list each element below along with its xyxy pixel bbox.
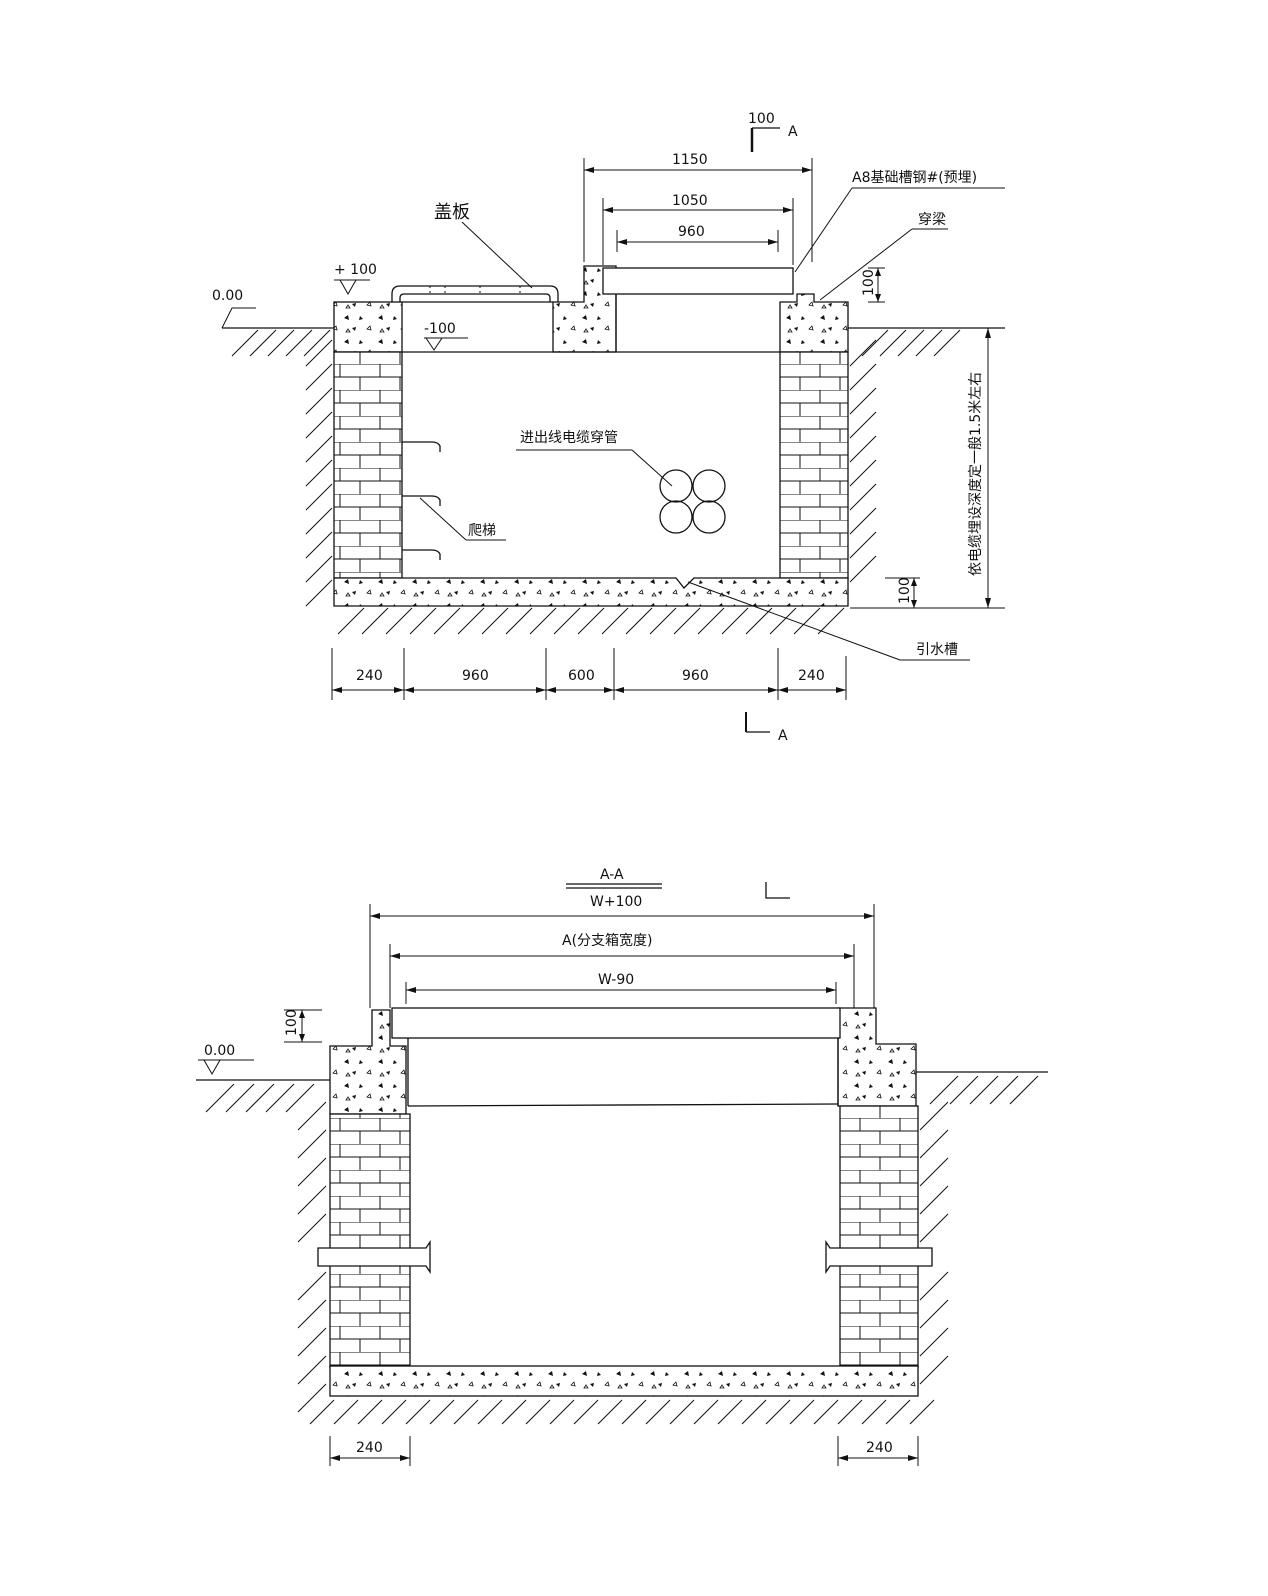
level-000: 0.00 xyxy=(212,288,256,329)
bottom-dim-3: 600 xyxy=(568,668,595,684)
base-slab-aa xyxy=(329,1365,919,1397)
dim-depth: 依电缆埋设深度定一般1.5米左右 xyxy=(850,327,1005,609)
top-section: 100 A 1150 1050 960 xyxy=(212,111,1005,744)
dim-A: A(分支箱宽度) xyxy=(562,932,653,949)
dim-100-aa: 100 xyxy=(284,1009,300,1036)
section-mark-letter: A xyxy=(788,124,798,140)
conduit-pipes-aa xyxy=(317,1239,933,1275)
label-ladder: 爬梯 xyxy=(468,523,496,539)
cable-conduits xyxy=(516,449,726,534)
dim-W90: W-90 xyxy=(598,972,634,988)
left-cap xyxy=(333,301,403,353)
bottom-dimensions: 240 960 600 960 240 xyxy=(331,648,847,700)
bottom-dim-2: 960 xyxy=(462,668,489,684)
level-plus100-text: + 100 xyxy=(334,262,377,278)
cover-plate xyxy=(391,285,559,302)
section-subtitle: W+100 xyxy=(590,894,642,910)
label-drain: 引水槽 xyxy=(916,642,958,658)
bottom-section: A-A W+100 A(分支箱宽度) W-90 100 xyxy=(196,867,1048,1466)
dim-1050: 1050 xyxy=(672,193,708,209)
right-cap-aa xyxy=(837,1007,917,1107)
base-slab xyxy=(333,577,849,607)
dim-100-right-text: 100 xyxy=(861,269,877,296)
label-channel-steel: A8基础槽钢#(预埋) xyxy=(852,169,977,186)
bottom-dim-1: 240 xyxy=(356,668,383,684)
section-mark-bottom-letter: A xyxy=(778,728,788,744)
label-cable-conduit: 进出线电缆穿管 xyxy=(520,430,618,446)
channel-steel xyxy=(602,267,794,295)
dim-240-left: 240 xyxy=(356,1440,383,1456)
top-dimensions: 1150 1050 960 xyxy=(583,152,813,265)
section-title: A-A xyxy=(600,867,624,883)
section-mark-number: 100 xyxy=(748,111,775,127)
level-plus100: + 100 xyxy=(334,262,377,296)
level-minus100: -100 xyxy=(424,321,468,351)
ladder xyxy=(402,441,506,560)
section-mark-top: 100 A xyxy=(748,111,798,152)
bottom-dim-5: 240 xyxy=(798,668,825,684)
label-beam: 穿梁 xyxy=(918,212,946,228)
label-depth: 依电缆埋设深度定一般1.5米左右 xyxy=(968,372,984,576)
cover-slab-aa xyxy=(391,1007,841,1039)
level-000-text: 0.00 xyxy=(212,288,243,304)
right-brick-wall-aa xyxy=(839,1105,919,1369)
right-brick-wall xyxy=(779,351,849,579)
bottom-dims-aa: 240 240 xyxy=(329,1436,919,1466)
ground-hatch-aa xyxy=(205,1075,1039,1425)
section-mark-bottom: A xyxy=(745,712,788,744)
dim-960: 960 xyxy=(678,224,705,240)
level-000-aa: 0.00 xyxy=(196,1043,1048,1081)
dim-100-bottom-text: 100 xyxy=(897,577,913,604)
top-dims-aa: A(分支箱宽度) W-90 100 xyxy=(284,904,875,1043)
dim-1150: 1150 xyxy=(672,152,708,168)
right-cap xyxy=(779,293,849,353)
dim-100-bottom: 100 xyxy=(885,577,920,609)
dim-240-right: 240 xyxy=(866,1440,893,1456)
level-000-aa-text: 0.00 xyxy=(204,1043,235,1059)
bottom-dim-4: 960 xyxy=(682,668,709,684)
level-minus100-text: -100 xyxy=(424,321,456,337)
label-cover: 盖板 xyxy=(434,202,470,223)
left-brick-wall xyxy=(333,351,403,579)
left-brick-wall-aa xyxy=(329,1113,411,1369)
dim-100-right: 100 xyxy=(861,267,885,303)
